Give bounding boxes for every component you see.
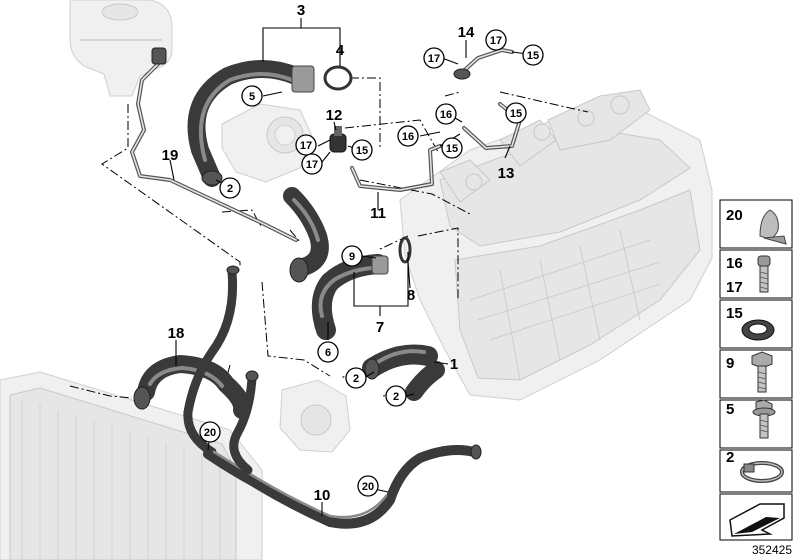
callout-4: 4 bbox=[336, 42, 345, 59]
callout-2c: 2 bbox=[393, 391, 399, 403]
callout-12: 12 bbox=[326, 107, 343, 124]
callout-16a: 16 bbox=[440, 109, 452, 121]
hose-clamp-icon bbox=[740, 461, 784, 483]
callout-17b: 17 bbox=[490, 35, 502, 47]
key-label-5: 5 bbox=[726, 401, 734, 418]
gasket-8 bbox=[398, 236, 412, 264]
callout-10: 10 bbox=[314, 487, 331, 504]
key-label-9: 9 bbox=[726, 355, 734, 372]
water-pump bbox=[279, 379, 351, 453]
key-label-15: 15 bbox=[726, 305, 743, 322]
callout-16b: 16 bbox=[402, 131, 414, 143]
hose-1 bbox=[362, 344, 445, 401]
hose-3 bbox=[187, 60, 315, 187]
direction-arrow-icon bbox=[729, 503, 785, 537]
pipe-19 bbox=[130, 47, 298, 242]
hose-upper-radiator bbox=[283, 187, 329, 283]
callout-15c: 15 bbox=[446, 143, 458, 155]
callouts-circled: 5 17 17 15 15 16 16 15 17 15 17 2 9 6 2 … bbox=[199, 29, 544, 497]
clip-icon bbox=[759, 209, 787, 245]
callouts-plain: 3 4 14 12 13 19 11 8 7 1 18 10 bbox=[162, 2, 515, 504]
callout-2a: 2 bbox=[227, 183, 233, 195]
callout-17a: 17 bbox=[428, 53, 440, 65]
engine-block bbox=[399, 89, 713, 401]
hose-18 bbox=[133, 265, 252, 457]
callout-13: 13 bbox=[498, 165, 515, 182]
key-label-2: 2 bbox=[726, 449, 734, 466]
callout-11: 11 bbox=[370, 205, 386, 222]
expansion-tank bbox=[69, 0, 173, 97]
line-11 bbox=[350, 144, 442, 192]
callout-17d: 17 bbox=[306, 159, 318, 171]
hose-10 bbox=[203, 370, 482, 529]
seal-ring-icon bbox=[741, 319, 775, 341]
hose-7 bbox=[311, 254, 389, 340]
sensor-12 bbox=[329, 126, 347, 153]
radiator bbox=[0, 371, 263, 560]
callout-9: 9 bbox=[349, 251, 355, 263]
callout-5: 5 bbox=[249, 91, 255, 103]
callout-18: 18 bbox=[168, 325, 185, 342]
parts-key: 20 16 17 15 9 bbox=[719, 199, 793, 541]
callout-15b: 15 bbox=[510, 108, 522, 120]
callout-14: 14 bbox=[458, 24, 475, 41]
callout-20b: 20 bbox=[362, 481, 374, 493]
thermostat-housing bbox=[221, 103, 313, 183]
callout-3: 3 bbox=[297, 2, 305, 19]
seal-ring-4 bbox=[323, 65, 353, 91]
key-label-17: 17 bbox=[726, 279, 743, 296]
callout-20a: 20 bbox=[204, 427, 216, 439]
key-label-20: 20 bbox=[726, 207, 743, 224]
socket-bolt-icon bbox=[757, 255, 771, 293]
flange-bolt-icon bbox=[752, 399, 776, 439]
callout-15a: 15 bbox=[527, 50, 539, 62]
document-id: 352425 bbox=[752, 543, 792, 557]
callout-15d: 15 bbox=[356, 145, 368, 157]
callout-1: 1 bbox=[450, 356, 458, 373]
callout-6: 6 bbox=[325, 347, 331, 359]
callout-17c: 17 bbox=[300, 140, 312, 152]
callout-8: 8 bbox=[407, 287, 415, 304]
callout-2b: 2 bbox=[353, 373, 359, 385]
callout-7: 7 bbox=[376, 319, 384, 336]
hex-bolt-icon bbox=[751, 351, 773, 393]
callout-19: 19 bbox=[162, 147, 179, 164]
line-14 bbox=[453, 48, 514, 80]
key-label-16: 16 bbox=[726, 255, 743, 272]
